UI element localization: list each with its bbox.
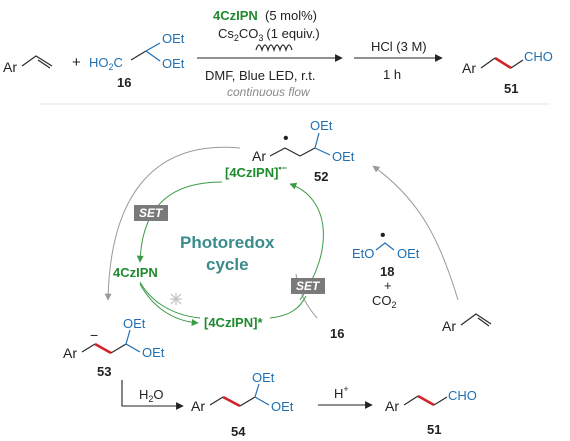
conditions-text: DMF, Blue LED, r.t. [205, 68, 316, 83]
acetal-54-oet-bottom: OEt [271, 399, 294, 414]
compound-52-label: 52 [314, 169, 328, 184]
arrow-alkene-to-52 [372, 165, 459, 301]
anion-53-oet-bottom: OEt [142, 345, 165, 360]
radical-52-o-bond-bottom [314, 147, 331, 156]
acetal-radical-bonds [375, 242, 395, 251]
anion-53-bond-1 [81, 343, 96, 353]
mechanism-cycle: Ar • OEt OEt 52 [4CzIPN]•− SET SET Pho [63, 118, 492, 379]
set-badge-1-text: SET [139, 206, 164, 220]
anion-53-o-top [125, 329, 131, 345]
anion-53-oet-top: OEt [123, 316, 146, 331]
cycle-arc-bottom-left [139, 281, 201, 319]
top-reaction-scheme: Ar + HO2C OEt OEt 16 4CzIPN (5 mol%) Cs2… [3, 8, 553, 105]
flow-note: continuous flow [227, 85, 311, 99]
new-bond-highlight [494, 56, 512, 70]
radical-52-oet-bottom: OEt [332, 149, 355, 164]
aldehyde-cho: CHO [448, 388, 477, 403]
acid-c-c-bond [130, 50, 147, 61]
styrene-vinyl-bond [21, 55, 53, 67]
light-burst-icon [170, 293, 182, 305]
protonation-arrow [121, 380, 184, 410]
set-badge-1 [134, 205, 168, 221]
aldehyde-ar: Ar [385, 398, 399, 414]
radical-anion-label: [4CzIPN]•− [225, 163, 287, 180]
cycle-arc-bottom-left-2 [139, 283, 199, 327]
acetal-54-o-bottom [254, 396, 270, 406]
compound-51-bottom-label: 51 [427, 422, 441, 436]
plus-co2: + [384, 278, 392, 293]
base-reagent: Cs2CO3(1 equiv.) [218, 26, 320, 43]
catalyst-name: 4CzIPN [213, 8, 258, 23]
acetal-54-ar: Ar [191, 398, 205, 414]
compound-18-label: 18 [380, 264, 394, 279]
step2-reagent: HCl (3 M) [371, 39, 427, 54]
compound-16-label: 16 [117, 75, 131, 90]
anion-53-charge: − [90, 327, 98, 343]
anion-53-new-bond [94, 342, 112, 355]
radical-52-dot: • [283, 130, 289, 147]
set-badge-2-text: SET [296, 279, 321, 293]
compound-54-label: 54 [231, 424, 246, 436]
cycle-title-line2: cycle [206, 255, 249, 274]
styrene-double-bond [37, 59, 51, 69]
compound-16-in-cycle: 16 [330, 326, 344, 341]
anion-53-bond-3 [110, 343, 127, 354]
excited-state-catalyst: [4CzIPN]* [204, 315, 263, 330]
product-bond-1 [480, 57, 496, 69]
plus-sign: + [72, 54, 81, 71]
aldehyde-bond-1 [403, 395, 419, 406]
acetal-54-oet-top: OEt [252, 370, 275, 385]
cycle-title-line1: Photoredox [180, 233, 275, 252]
co2-label: CO2 [372, 293, 397, 310]
arrow-52-to-53 [104, 146, 241, 301]
alkene-ar-label: Ar [442, 318, 456, 334]
acid-c-oet-top-bond [145, 42, 161, 52]
flow-reactor-coil-icon [255, 44, 293, 53]
product-51-label: 51 [504, 81, 518, 96]
acid-oet-bottom: OEt [162, 56, 185, 71]
product-bond-3 [510, 59, 524, 69]
aldehyde-new-bond [417, 394, 435, 407]
anion-53-ar: Ar [63, 345, 77, 361]
acid-oet-top: OEt [162, 31, 185, 46]
set-badge-2 [291, 278, 325, 294]
cycle-arc-left [136, 181, 223, 263]
step2-time: 1 h [383, 67, 401, 82]
bottom-reaction-scheme: H2O Ar OEt OEt 54 H+ Ar CHO 51 [121, 370, 477, 439]
acetal-54-bond-1 [209, 396, 224, 406]
water-label: H2O [139, 387, 164, 404]
alkene-double-bond [477, 317, 490, 327]
alkene-bonds [460, 313, 492, 326]
acid-proton-label: H+ [334, 384, 349, 401]
acid-ho-label: HO2C [89, 55, 123, 72]
acid-c-oet-bottom-bond [145, 50, 161, 62]
catalyst-loading: (5 mol%) [265, 8, 317, 23]
acetal-radical-dot: • [380, 227, 386, 244]
product-cho: CHO [524, 49, 553, 64]
radical-52-ar: Ar [252, 148, 266, 164]
acetal-radical-right-oet: OEt [397, 246, 420, 261]
radical-52-oet-top: OEt [310, 118, 333, 133]
acetal-radical-left-oet: EtO [352, 246, 374, 261]
radical-52-chain [269, 147, 316, 157]
radical-52-o-bond-top [314, 132, 320, 149]
acetal-54-o-top [254, 383, 260, 398]
acetal-54-bond-3 [239, 396, 256, 407]
product-ar-label: Ar [462, 60, 476, 76]
ground-state-catalyst: 4CzIPN [113, 265, 158, 280]
acetal-54-new-bond [222, 395, 241, 408]
compound-53-label: 53 [97, 364, 111, 379]
aldehyde-bond-3 [433, 396, 448, 406]
cycle-arc-bottom-right [269, 295, 307, 319]
styrene-ar-label: Ar [3, 59, 17, 75]
anion-53-o-bottom [125, 343, 141, 353]
